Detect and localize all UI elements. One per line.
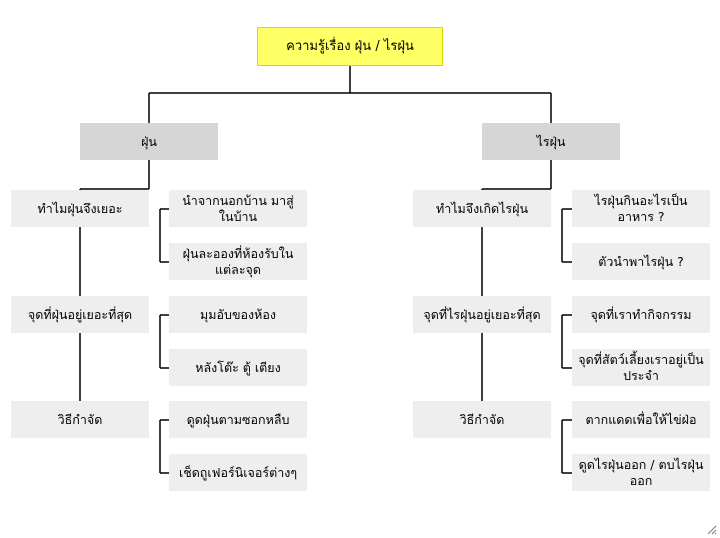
mite-where-answer-2-label: จุดที่สัตว์เลี้ยงเราอยู่เป็นประจำ	[578, 351, 704, 383]
dust-why-answer-1[interactable]: นำจากนอกบ้าน มาสู่ในบ้าน	[169, 190, 307, 227]
dust-question-why[interactable]: ทำไมฝุ่นจึงเยอะ	[11, 190, 149, 227]
dust-question-remove[interactable]: วิธีกำจัด	[11, 401, 149, 438]
mite-remove-answer-2[interactable]: ดูดไรฝุ่นออก / ตบไรฝุ่นออก	[572, 454, 710, 491]
dust-remove-answer-1[interactable]: ดูดฝุ่นตามซอกหลืบ	[169, 401, 307, 438]
dust-why-answer-2[interactable]: ฝุ่นละอองที่ห้องรับในแต่ละจุด	[169, 243, 307, 280]
dust-why-answer-2-label: ฝุ่นละอองที่ห้องรับในแต่ละจุด	[182, 245, 294, 277]
dust-question-remove-label: วิธีกำจัด	[57, 411, 103, 427]
root-node-label: ความรู้เรื่อง ฝุ่น / ไรฝุ่น	[286, 38, 414, 54]
branch-dust-mite[interactable]: ไรฝุ่น	[482, 123, 620, 160]
mite-why-answer-1[interactable]: ไรฝุ่นกินอะไรเป็นอาหาร ?	[572, 190, 710, 227]
mite-question-why[interactable]: ทำไมจึงเกิดไรฝุ่น	[413, 190, 551, 227]
mite-remove-answer-1[interactable]: ตากแดดเพื่อให้ไข่ฝ่อ	[572, 401, 710, 438]
resize-grip-icon[interactable]	[705, 523, 717, 535]
mite-where-answer-2[interactable]: จุดที่สัตว์เลี้ยงเราอยู่เป็นประจำ	[572, 349, 710, 386]
branch-dust[interactable]: ฝุ่น	[80, 123, 218, 160]
mite-remove-answer-2-label: ดูดไรฝุ่นออก / ตบไรฝุ่นออก	[578, 456, 704, 488]
dust-remove-answer-2[interactable]: เช็ดถูเฟอร์นิเจอร์ต่างๆ	[169, 454, 307, 491]
dust-where-answer-1[interactable]: มุมอับของห้อง	[169, 296, 307, 333]
dust-question-why-label: ทำไมฝุ่นจึงเยอะ	[37, 200, 123, 216]
mite-question-why-label: ทำไมจึงเกิดไรฝุ่น	[435, 200, 529, 216]
mite-where-answer-1[interactable]: จุดที่เราทำกิจกรรม	[572, 296, 710, 333]
mite-why-answer-2[interactable]: ตัวนำพาไรฝุ่น ?	[572, 243, 710, 280]
branch-dust-label: ฝุ่น	[141, 133, 157, 149]
root-node[interactable]: ความรู้เรื่อง ฝุ่น / ไรฝุ่น	[257, 27, 443, 66]
mite-question-where[interactable]: จุดที่ไรฝุ่นอยู่เยอะที่สุด	[413, 296, 551, 333]
mite-remove-answer-1-label: ตากแดดเพื่อให้ไข่ฝ่อ	[585, 411, 697, 427]
mite-question-remove-label: วิธีกำจัด	[459, 411, 505, 427]
dust-remove-answer-1-label: ดูดฝุ่นตามซอกหลืบ	[186, 411, 290, 427]
mite-question-remove[interactable]: วิธีกำจัด	[413, 401, 551, 438]
dust-where-answer-2-label: หลังโต๊ะ ตู้ เตียง	[195, 359, 281, 375]
mite-why-answer-2-label: ตัวนำพาไรฝุ่น ?	[598, 253, 684, 269]
dust-question-where-label: จุดที่ฝุ่นอยู่เยอะที่สุด	[27, 306, 133, 322]
mite-where-answer-1-label: จุดที่เราทำกิจกรรม	[590, 306, 692, 322]
dust-where-answer-1-label: มุมอับของห้อง	[200, 306, 276, 322]
dust-question-where[interactable]: จุดที่ฝุ่นอยู่เยอะที่สุด	[11, 296, 149, 333]
dust-where-answer-2[interactable]: หลังโต๊ะ ตู้ เตียง	[169, 349, 307, 386]
branch-dust-mite-label: ไรฝุ่น	[536, 133, 566, 149]
mite-question-where-label: จุดที่ไรฝุ่นอยู่เยอะที่สุด	[423, 306, 541, 322]
dust-why-answer-1-label: นำจากนอกบ้าน มาสู่ในบ้าน	[182, 192, 294, 224]
dust-remove-answer-2-label: เช็ดถูเฟอร์นิเจอร์ต่างๆ	[178, 464, 298, 480]
mite-why-answer-1-label: ไรฝุ่นกินอะไรเป็นอาหาร ?	[594, 192, 688, 224]
